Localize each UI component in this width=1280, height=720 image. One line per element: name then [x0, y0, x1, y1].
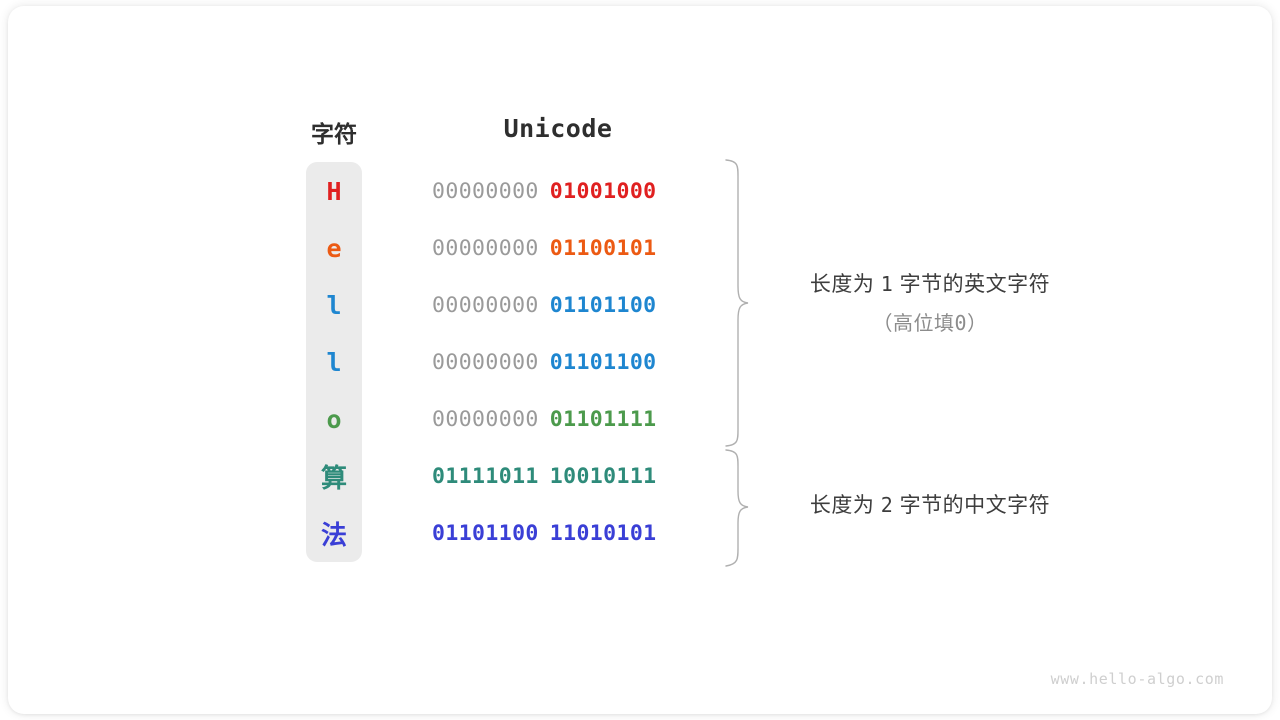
- annotation-ascii-sub: （高位填0）: [760, 307, 1100, 336]
- low-byte: 01001000: [549, 179, 657, 204]
- annotation-ascii: 长度为 1 字节的英文字符 （高位填0）: [760, 268, 1100, 336]
- low-byte: 11010101: [549, 521, 657, 546]
- column-header-unicode: Unicode: [503, 114, 613, 143]
- annotation-ascii-main: 长度为 1 字节的英文字符: [760, 268, 1100, 298]
- unicode-bits-row: 00000000 01101100: [432, 334, 684, 391]
- low-byte: 01100101: [549, 236, 657, 261]
- annotation-cjk-prefix: 长度为: [809, 494, 875, 517]
- low-byte: 01101100: [549, 350, 657, 375]
- low-byte: 01101100: [549, 293, 657, 318]
- annotation-ascii-number: 1: [880, 272, 894, 296]
- brace-cjk-group: [725, 449, 749, 567]
- character-cell: e: [326, 234, 342, 263]
- unicode-bits-row: 01111011 10010111: [432, 448, 684, 505]
- annotation-ascii-sub-prefix: （高位填: [872, 313, 955, 335]
- unicode-bits-row: 01101100 11010101: [432, 505, 684, 562]
- character-cell: l: [326, 291, 342, 320]
- annotation-ascii-sub-number: 0: [954, 311, 968, 335]
- annotation-cjk-main: 长度为 2 字节的中文字符: [760, 489, 1100, 519]
- annotation-cjk-suffix: 字节的中文字符: [899, 494, 1051, 517]
- watermark-url: www.hello-algo.com: [1050, 670, 1224, 688]
- annotation-cjk: 长度为 2 字节的中文字符: [760, 489, 1100, 519]
- brace-ascii-group: [725, 159, 749, 447]
- character-cell: H: [326, 177, 342, 206]
- column-header-character: 字符: [311, 121, 357, 147]
- high-byte: 01101100: [432, 521, 539, 546]
- unicode-bits-row: 00000000 01100101: [432, 220, 684, 277]
- low-byte: 10010111: [549, 464, 657, 489]
- high-byte: 00000000: [432, 236, 539, 261]
- character-column-chip: [306, 162, 362, 562]
- annotation-ascii-prefix: 长度为: [809, 273, 875, 296]
- high-byte: 00000000: [432, 350, 539, 375]
- annotation-cjk-number: 2: [880, 493, 894, 517]
- high-byte: 00000000: [432, 407, 539, 432]
- character-cell: 算: [320, 464, 347, 494]
- low-byte: 01101111: [549, 407, 657, 432]
- character-cell: l: [326, 348, 342, 377]
- unicode-bits-row: 00000000 01101100: [432, 277, 684, 334]
- unicode-bits-row: 00000000 01101111: [432, 391, 684, 448]
- high-byte: 01111011: [432, 464, 539, 489]
- unicode-bits-row: 00000000 01001000: [432, 163, 684, 220]
- high-byte: 00000000: [432, 179, 539, 204]
- character-cell: 法: [320, 521, 347, 551]
- diagram-card: [8, 6, 1272, 714]
- high-byte: 00000000: [432, 293, 539, 318]
- annotation-ascii-suffix: 字节的英文字符: [899, 273, 1051, 296]
- character-cell: o: [326, 405, 342, 434]
- annotation-ascii-sub-suffix: ）: [967, 313, 988, 335]
